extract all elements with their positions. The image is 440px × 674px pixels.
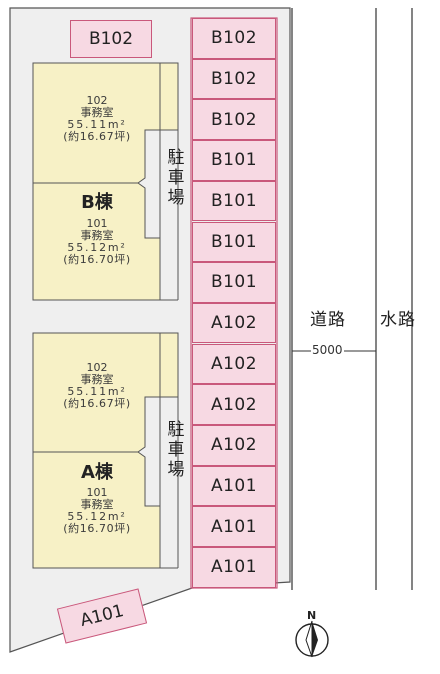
parking-slot-b101: B101 bbox=[192, 180, 276, 222]
unit-use: 事務室 bbox=[80, 229, 114, 242]
unit-b-101: 101 事務室 55.12m² (約16.70坪) bbox=[33, 218, 161, 266]
parking-slot-b101: B101 bbox=[192, 221, 276, 262]
unit-tsubo: (約16.70坪) bbox=[63, 522, 131, 535]
unit-use: 事務室 bbox=[80, 498, 114, 511]
parking-slot-b102: B102 bbox=[192, 99, 276, 140]
unit-number: 102 bbox=[86, 94, 108, 107]
parking-slot-a102: A102 bbox=[192, 425, 276, 466]
parking-slot-b102: B102 bbox=[192, 58, 276, 100]
waterway-label: 水路 bbox=[380, 310, 416, 330]
parking-label-a: 駐 車 場 bbox=[166, 420, 186, 480]
parking-char: 車 bbox=[167, 440, 185, 460]
parking-char: 駐 bbox=[167, 148, 185, 168]
building-b-label: B棟 bbox=[81, 192, 113, 213]
unit-use: 事務室 bbox=[80, 373, 114, 386]
unit-number: 101 bbox=[86, 217, 108, 230]
unit-number: 102 bbox=[86, 361, 108, 374]
parking-char: 車 bbox=[167, 168, 185, 188]
parking-label-b: 駐 車 場 bbox=[166, 148, 186, 208]
unit-b-102: 102 事務室 55.11m² (約16.67坪) bbox=[33, 95, 161, 143]
unit-a-102: 102 事務室 55.11m² (約16.67坪) bbox=[33, 362, 161, 410]
road-width: 5000 bbox=[311, 343, 344, 357]
parking-slot-a102: A102 bbox=[192, 384, 276, 425]
parking-char: 駐 bbox=[167, 420, 185, 440]
parking-slot-b102: B102 bbox=[192, 18, 276, 59]
parking-slot-b101: B101 bbox=[192, 262, 276, 303]
parking-slot-a101: A101 bbox=[192, 547, 276, 588]
compass-north-label: N bbox=[307, 609, 317, 622]
unit-area: 55.11m² bbox=[67, 118, 127, 131]
parking-slot-a102: A102 bbox=[192, 343, 276, 385]
unit-use: 事務室 bbox=[80, 106, 114, 119]
unit-a-101: 101 事務室 55.12m² (約16.70坪) bbox=[33, 487, 161, 535]
building-b-footprint bbox=[32, 62, 179, 301]
parking-slot-a101: A101 bbox=[192, 465, 276, 507]
unit-area: 55.12m² bbox=[67, 241, 127, 254]
unit-number: 101 bbox=[86, 486, 108, 499]
unit-tsubo: (約16.70坪) bbox=[63, 253, 131, 266]
parking-slot-a102: A102 bbox=[192, 302, 276, 344]
parking-char: 場 bbox=[167, 188, 185, 208]
unit-tsubo: (約16.67坪) bbox=[63, 397, 131, 410]
unit-area: 55.12m² bbox=[67, 510, 127, 523]
building-a-footprint bbox=[32, 332, 179, 569]
parking-slot-b101: B101 bbox=[192, 140, 276, 181]
parking-slot-b102-extra: B102 bbox=[70, 20, 152, 58]
parking-char: 場 bbox=[167, 460, 185, 480]
unit-tsubo: (約16.67坪) bbox=[63, 130, 131, 143]
unit-area: 55.11m² bbox=[67, 385, 127, 398]
compass-icon bbox=[295, 620, 329, 658]
road-label: 道路 bbox=[310, 310, 346, 330]
building-a-label: A棟 bbox=[81, 462, 113, 483]
parking-slot-a101: A101 bbox=[192, 506, 276, 547]
